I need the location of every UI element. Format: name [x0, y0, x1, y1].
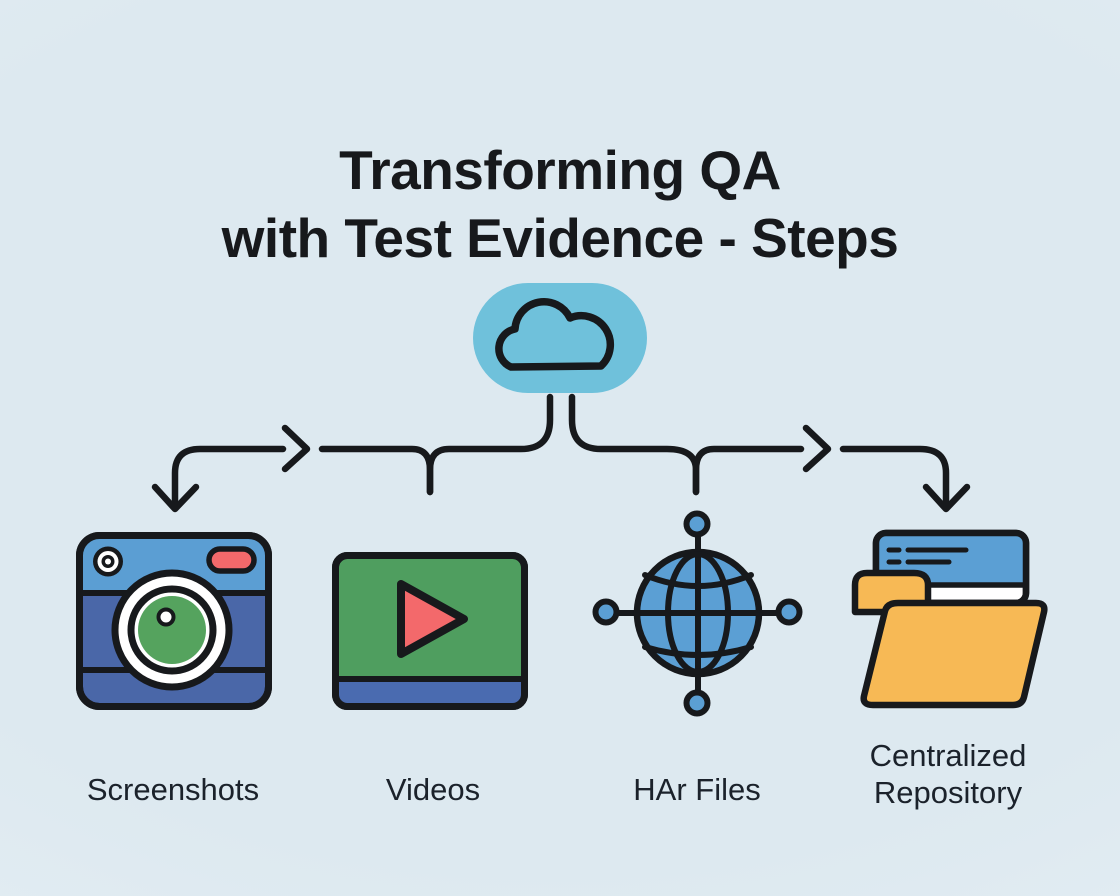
arrow-cloud-left: [426, 393, 554, 496]
arrow-videos-drop: [318, 445, 434, 496]
arrow-har-drop: [692, 445, 805, 496]
label-har-files: HAr Files: [633, 772, 761, 807]
label-centralized-repository: Centralized Repository: [869, 738, 1027, 810]
arrowhead-right-mid: [802, 424, 832, 473]
network-node-bottom: [683, 689, 711, 717]
arrowhead-left-mid: [281, 424, 311, 473]
cloud-node: [473, 283, 647, 393]
video-player-icon: [332, 552, 528, 710]
network-node-left: [592, 598, 620, 626]
arrow-to-screenshots: [171, 445, 287, 510]
cloud-icon: [495, 298, 615, 371]
title-line-1: Transforming QA: [339, 139, 781, 201]
camera-icon: [76, 532, 272, 710]
screenshots-node: [75, 531, 273, 716]
arrowhead-screenshots: [151, 483, 200, 513]
label-screenshots: Screenshots: [86, 772, 260, 807]
arrowhead-repository: [922, 483, 971, 513]
arrow-to-repository: [839, 445, 950, 510]
folder-repository-icon: [851, 529, 1048, 709]
page-title: Transforming QA with Test Evidence - Ste…: [0, 136, 1120, 272]
har-files-node: [592, 508, 804, 725]
network-node-top: [683, 510, 711, 538]
document-text-lines: [886, 547, 969, 565]
play-icon: [397, 580, 468, 658]
label-videos: Videos: [385, 772, 481, 807]
arrow-cloud-right: [568, 393, 700, 496]
repository-node: [848, 526, 1056, 717]
videos-node: [331, 551, 529, 716]
title-line-2: with Test Evidence - Steps: [221, 207, 899, 270]
network-node-right: [775, 598, 803, 626]
globe-network-icon: [592, 510, 803, 717]
